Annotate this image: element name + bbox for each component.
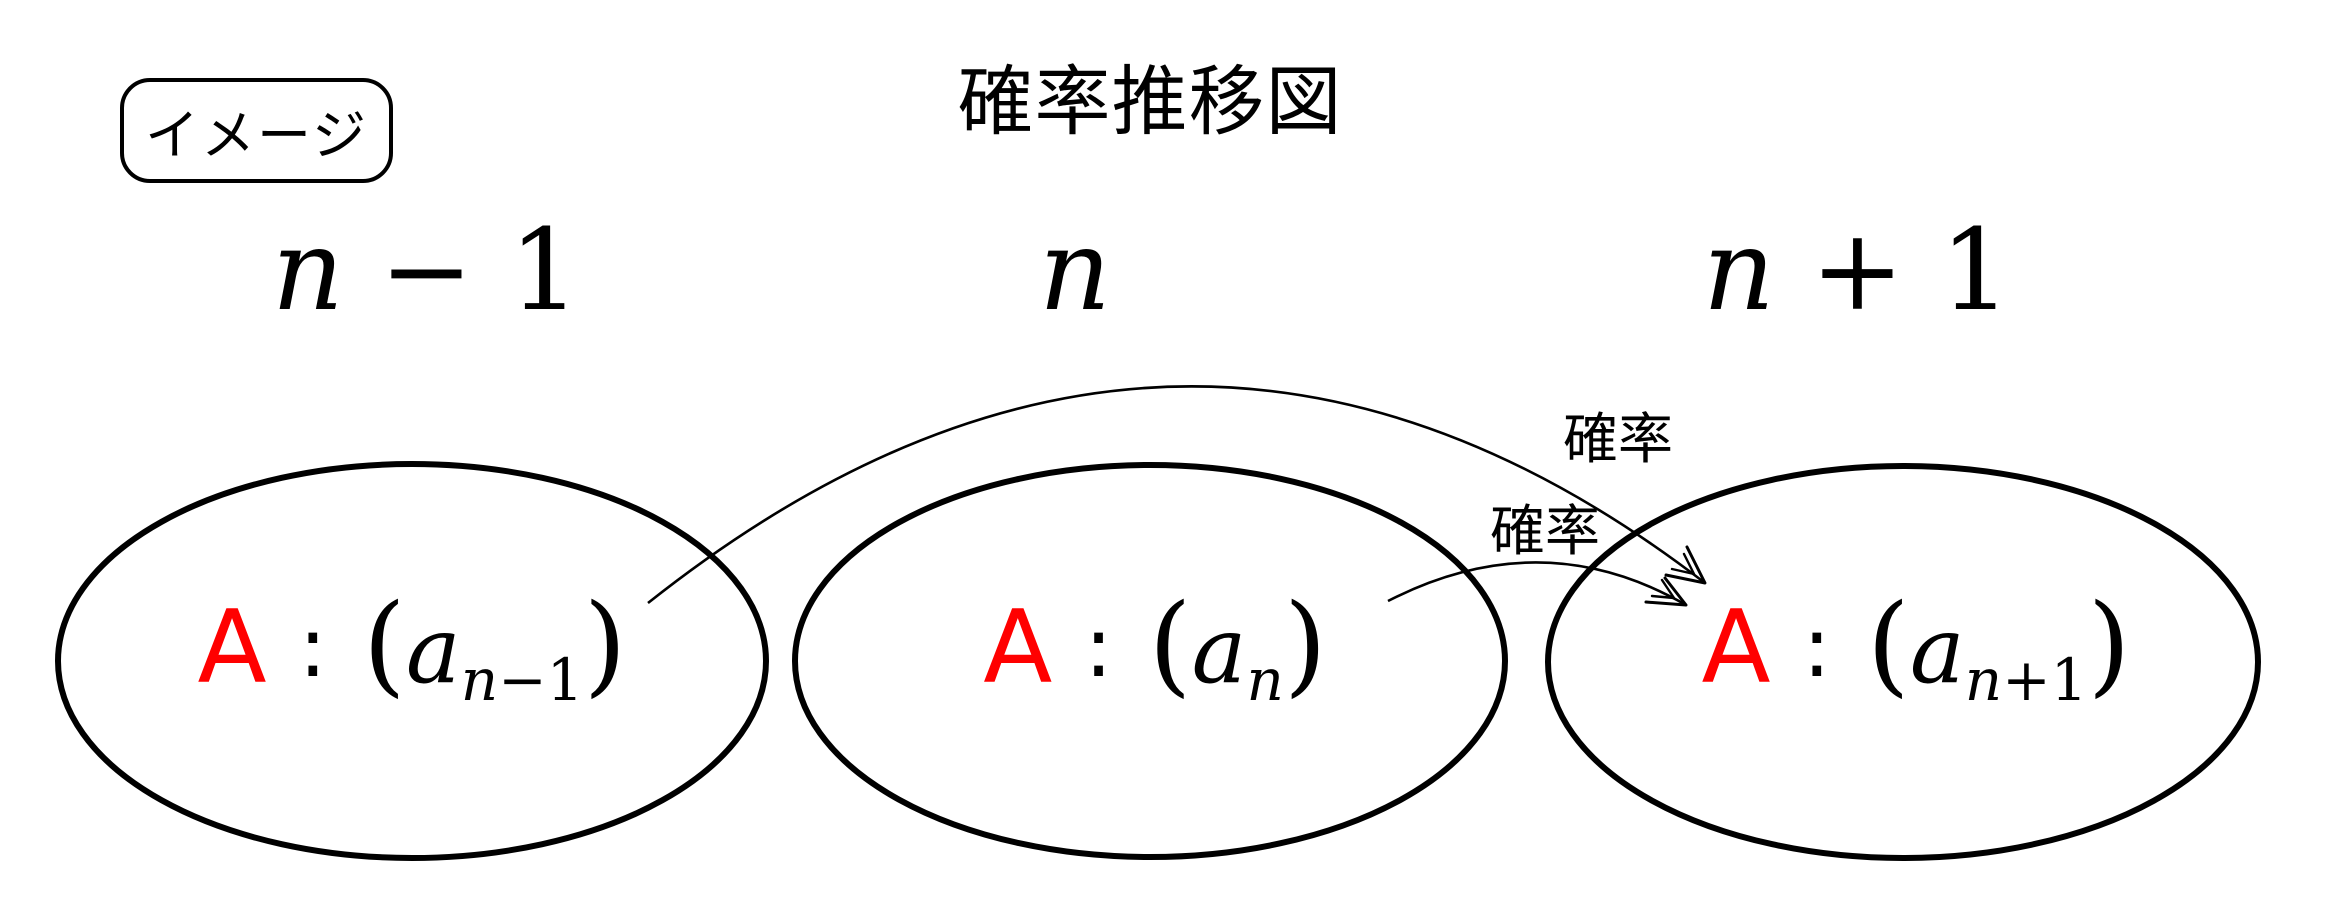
probability-label-step-arrow: 確率 bbox=[1490, 500, 1601, 562]
close-paren: ) bbox=[1283, 580, 1327, 708]
arrowhead-skip-echo-icon bbox=[1670, 552, 1696, 576]
step-rest: + 1 bbox=[1774, 206, 2012, 336]
state-content-n-plus-1: A: (an+1) bbox=[1702, 580, 2131, 714]
term-subscript: n bbox=[1246, 646, 1283, 714]
event-letter: A bbox=[1701, 588, 1771, 706]
open-paren: ( bbox=[1148, 580, 1192, 708]
probability-label-skip-arrow: 確率 bbox=[1563, 408, 1674, 470]
transition-arrow-skip bbox=[647, 385, 1706, 605]
subscript-rest: +1 bbox=[2002, 646, 2088, 714]
subscript-var: n bbox=[1964, 646, 2003, 714]
state-ellipse-n bbox=[792, 462, 1508, 860]
step-rest: − 1 bbox=[343, 206, 581, 336]
step-label-n: n bbox=[1039, 206, 1111, 336]
term-variable: a bbox=[405, 597, 461, 704]
subscript-var: n bbox=[1246, 646, 1284, 714]
step-var: n bbox=[1702, 206, 1775, 336]
image-badge-label: イメージ bbox=[145, 106, 368, 166]
term-subscript: n+1 bbox=[1965, 646, 2088, 714]
step-label-n-minus-1: n − 1 bbox=[272, 206, 580, 336]
term-subscript: n−1 bbox=[461, 646, 584, 714]
close-paren: ) bbox=[2087, 580, 2131, 708]
colon-separator: : bbox=[298, 598, 327, 696]
term-variable: a bbox=[1909, 597, 1965, 704]
state-ellipse-n-minus-1 bbox=[55, 461, 769, 861]
state-content-n-minus-1: A: (an−1) bbox=[198, 580, 627, 714]
step-var: n bbox=[1038, 206, 1112, 336]
step-label-n-plus-1: n + 1 bbox=[1703, 206, 2011, 336]
page-title: 確率推移図 bbox=[957, 60, 1343, 145]
state-ellipse-n-plus-1 bbox=[1545, 463, 2261, 861]
event-letter: A bbox=[983, 588, 1053, 706]
term-variable: a bbox=[1191, 597, 1247, 704]
event-letter: A bbox=[197, 588, 267, 706]
arrowhead-step-icon bbox=[1644, 576, 1688, 607]
transition-arrow-step bbox=[1387, 561, 1687, 607]
subscript-rest: −1 bbox=[498, 646, 584, 714]
arrowhead-step-echo-icon bbox=[1650, 578, 1676, 600]
colon-separator: : bbox=[1802, 598, 1831, 696]
colon-separator: : bbox=[1084, 598, 1113, 696]
step-var: n bbox=[271, 206, 344, 336]
close-paren: ) bbox=[583, 580, 627, 708]
arrowhead-skip-icon bbox=[1664, 545, 1707, 585]
open-paren: ( bbox=[1866, 580, 1910, 708]
subscript-var: n bbox=[460, 646, 499, 714]
state-content-n: A: (an) bbox=[983, 580, 1326, 714]
open-paren: ( bbox=[362, 580, 406, 708]
image-badge: イメージ bbox=[120, 78, 393, 183]
